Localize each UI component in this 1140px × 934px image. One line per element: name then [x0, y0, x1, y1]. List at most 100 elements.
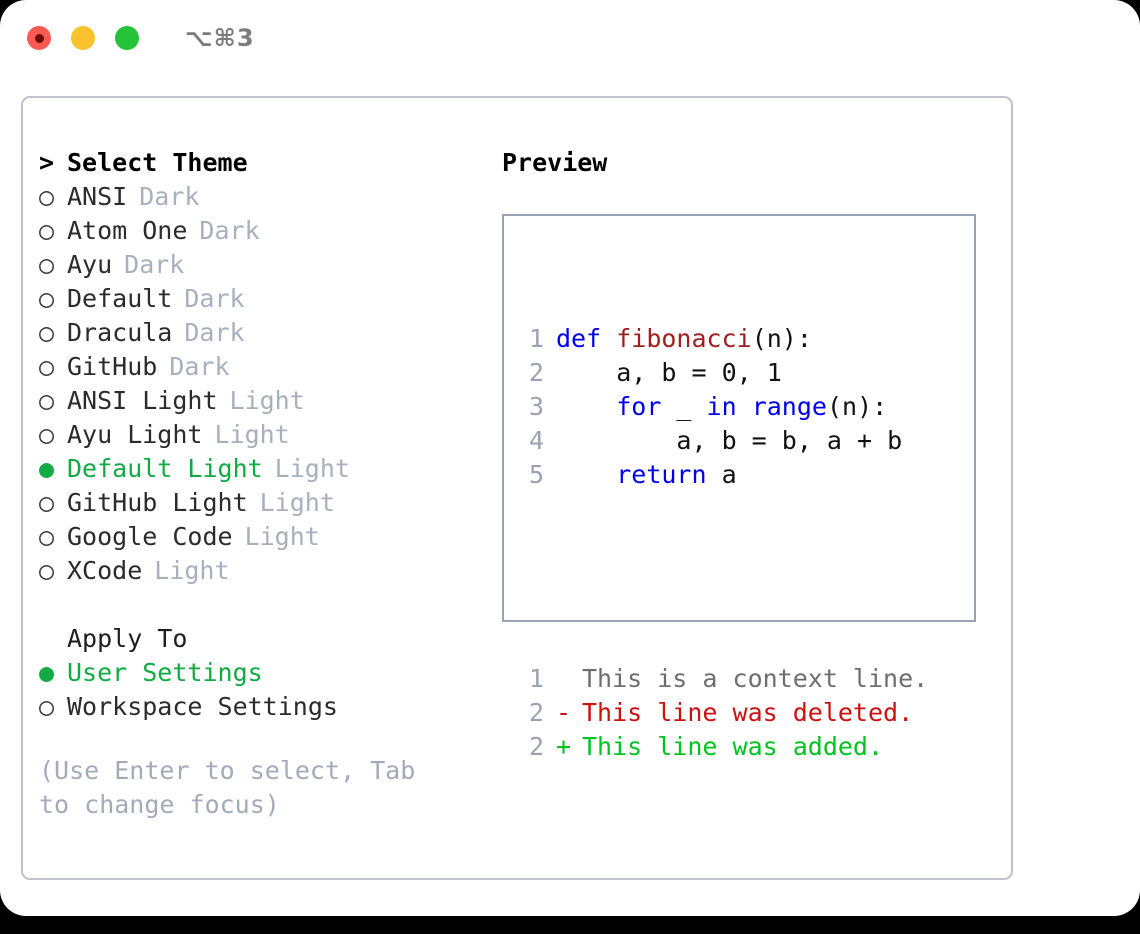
code-line-number: 5 — [528, 460, 544, 489]
theme-option-tag: Light — [259, 488, 335, 517]
theme-option-github[interactable]: ○ GitHub Dark — [39, 350, 479, 384]
code-token-kw: range — [751, 392, 827, 421]
code-line-number: 4 — [528, 426, 544, 455]
code-token-txt: (n): — [751, 324, 812, 353]
radio-unselected-icon: ○ — [39, 352, 55, 381]
theme-option-dracula[interactable]: ○ Dracula Dark — [39, 316, 479, 350]
diff-line-sign: + — [556, 732, 572, 761]
diff-line-del: 2-This line was deleted. — [514, 696, 928, 730]
theme-option-atom-one[interactable]: ○ Atom One Dark — [39, 214, 479, 248]
close-window-button[interactable] — [27, 26, 51, 50]
code-line: 4 a, b = b, a + b — [514, 424, 928, 458]
theme-option-ayu-light[interactable]: ○ Ayu Light Light — [39, 418, 479, 452]
code-line-number: 1 — [528, 324, 544, 353]
diff-line-number: 2 — [528, 698, 544, 727]
theme-option-label: Default Light — [67, 454, 263, 483]
theme-option-label: Dracula — [67, 318, 173, 347]
keyboard-shortcut-label: ⌥⌘3 — [185, 24, 255, 52]
apply-to-header-label: Apply To — [67, 624, 188, 653]
theme-option-tag: Light — [214, 420, 290, 449]
minimize-window-button[interactable] — [71, 26, 95, 50]
code-line: 3 for _ in range(n): — [514, 390, 928, 424]
radio-unselected-icon: ○ — [39, 216, 55, 245]
theme-option-xcode[interactable]: ○ XCode Light — [39, 554, 479, 588]
select-theme-header: > Select Theme — [39, 146, 479, 180]
theme-option-label: GitHub Light — [67, 488, 248, 517]
code-line-number: 2 — [528, 358, 544, 387]
code-line-content: for _ in range(n): — [556, 390, 887, 424]
theme-option-label: Google Code — [67, 522, 233, 551]
code-token-txt: a — [706, 460, 737, 489]
code-token-txt: a, b = b, a + b — [556, 426, 903, 455]
radio-selected-icon: ● — [39, 454, 55, 483]
code-token-fn: fibonacci — [616, 324, 752, 353]
theme-option-default-light[interactable]: ● Default Light Light — [39, 452, 479, 486]
theme-option-tag: Dark — [184, 284, 245, 313]
code-line-content: a, b = b, a + b — [556, 424, 902, 458]
code-token-txt: (n): — [826, 392, 888, 421]
maximize-window-button[interactable] — [115, 26, 139, 50]
apply-to-option-workspace-settings[interactable]: ○ Workspace Settings — [39, 690, 479, 724]
radio-unselected-icon: ○ — [39, 692, 55, 721]
theme-option-tag: Light — [274, 454, 350, 483]
theme-option-tag: Light — [244, 522, 320, 551]
theme-option-tag: Dark — [139, 182, 200, 211]
theme-option-ansi[interactable]: ○ ANSI Dark — [39, 180, 479, 214]
theme-option-tag: Light — [154, 556, 230, 585]
code-token-kw: in — [706, 392, 737, 421]
theme-option-tag: Dark — [169, 352, 230, 381]
apply-to-option-label: User Settings — [67, 658, 263, 687]
theme-option-label: Atom One — [67, 216, 188, 245]
radio-unselected-icon: ○ — [39, 182, 55, 211]
radio-selected-icon: ● — [39, 658, 55, 687]
code-token-kw: def — [556, 324, 617, 353]
theme-option-tag: Light — [229, 386, 305, 415]
radio-unselected-icon: ○ — [39, 284, 55, 313]
code-line: 5 return a — [514, 458, 928, 492]
theme-option-label: Default — [67, 284, 173, 313]
traffic-lights — [27, 26, 139, 50]
theme-option-default[interactable]: ○ Default Dark — [39, 282, 479, 316]
code-token-txt: _ — [661, 392, 707, 421]
diff-line-number: 2 — [528, 732, 544, 761]
preview-title: Preview — [502, 148, 608, 177]
theme-option-label: Ayu — [67, 250, 113, 279]
diff-line-add: 2+This line was added. — [514, 730, 928, 764]
theme-option-tag: Dark — [199, 216, 260, 245]
window-titlebar: ⌥⌘3 — [0, 0, 1140, 76]
apply-to-option-label: Workspace Settings — [67, 692, 338, 721]
diff-line-text: This line was deleted. — [582, 698, 914, 727]
code-blank-line — [514, 560, 928, 594]
code-line-content: return a — [556, 458, 737, 492]
theme-option-label: ANSI — [67, 182, 128, 211]
code-line: 2 a, b = 0, 1 — [514, 356, 928, 390]
theme-option-label: GitHub — [67, 352, 158, 381]
prompt-caret-icon: > — [39, 148, 55, 177]
select-theme-header-label: Select Theme — [67, 148, 248, 177]
theme-option-tag: Dark — [184, 318, 245, 347]
theme-option-label: Ayu Light — [67, 420, 203, 449]
apply-to-option-user-settings[interactable]: ● User Settings — [39, 656, 479, 690]
diff-line-sign: - — [556, 698, 572, 727]
keyboard-hint-text: (Use Enter to select, Tab to change focu… — [39, 756, 416, 819]
radio-unselected-icon: ○ — [39, 250, 55, 279]
radio-unselected-icon: ○ — [39, 420, 55, 449]
radio-unselected-icon: ○ — [39, 318, 55, 347]
theme-option-label: XCode — [67, 556, 143, 585]
list-spacer — [39, 588, 479, 622]
code-token-txt — [556, 392, 616, 421]
radio-unselected-icon: ○ — [39, 556, 55, 585]
